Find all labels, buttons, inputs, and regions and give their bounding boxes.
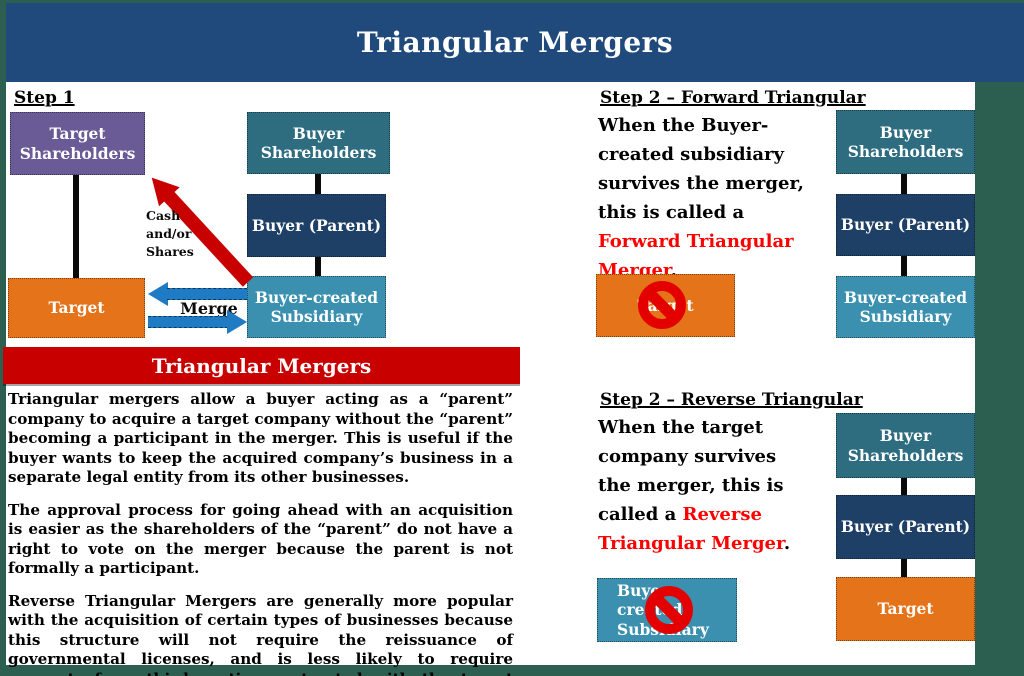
buyer-shareholders-label: Buyer Shareholders <box>260 123 377 162</box>
summary-paragraph-1: Triangular mergers allow a buyer acting … <box>8 390 513 486</box>
buyer-parent-label: Buyer (Parent) <box>251 215 382 235</box>
page-title: Triangular Mergers <box>356 26 674 59</box>
summary-text: Triangular mergers allow a buyer acting … <box>8 390 513 676</box>
buyer-subsidiary-box: Buyer-created Subsidiary <box>247 276 386 338</box>
merge-right-arrow <box>148 316 228 328</box>
summary-banner: Triangular Mergers <box>3 347 520 384</box>
rev-buyer-subsidiary-box: Buyer-created Subsidiary <box>597 578 737 642</box>
connector-line <box>901 559 907 577</box>
step2-reverse-heading: Step 2 – Reverse Triangular <box>600 390 863 410</box>
connector-line <box>73 175 79 278</box>
merge-left-arrow-head <box>148 282 168 306</box>
rev-target-box: Target <box>836 577 975 641</box>
reverse-merger-red-text: Reverse Triangular Merger <box>598 504 784 554</box>
step2-forward-description: When the Buyer-created subsidiary surviv… <box>598 115 804 281</box>
fwd-buyer-shareholders-box: Buyer Shareholders <box>836 110 975 174</box>
buyer-subsidiary-label: Buyer-created Subsidiary <box>254 287 379 326</box>
no-entry-icon <box>645 586 693 634</box>
rev-buyer-parent-box: Buyer (Parent) <box>836 495 975 559</box>
summary-paragraph-2: The approval process for going ahead wit… <box>8 500 513 578</box>
connector-line <box>315 257 321 276</box>
merge-label: Merge <box>180 299 238 318</box>
step2-reverse-description: When the target company survives the mer… <box>598 417 791 554</box>
fwd-buyer-parent-box: Buyer (Parent) <box>836 194 975 256</box>
connector-line <box>901 174 907 194</box>
connector-line <box>901 256 907 276</box>
connector-line <box>315 174 321 194</box>
buyer-parent-box: Buyer (Parent) <box>247 194 386 257</box>
connector-line <box>901 478 907 495</box>
merge-left-arrow <box>167 288 247 300</box>
buyer-shareholders-box: Buyer Shareholders <box>247 112 390 174</box>
target-shareholders-label: Target Shareholders <box>19 124 136 163</box>
step2-forward-heading: Step 2 – Forward Triangular <box>600 88 866 108</box>
fwd-buyer-subsidiary-box: Buyer-created Subsidiary <box>836 276 975 338</box>
fwd-target-box: Target <box>596 274 735 337</box>
merge-right-arrow-head <box>227 310 247 334</box>
target-label: Target <box>48 298 105 318</box>
summary-paragraph-3: Reverse Triangular Mergers are generally… <box>8 591 513 676</box>
target-box: Target <box>8 278 145 338</box>
step1-heading: Step 1 <box>14 88 75 108</box>
target-shareholders-box: Target Shareholders <box>10 112 145 175</box>
title-banner: Triangular Mergers <box>6 3 1024 82</box>
summary-banner-title: Triangular Mergers <box>151 353 372 378</box>
rev-buyer-shareholders-box: Buyer Shareholders <box>836 413 975 478</box>
no-entry-icon <box>638 281 686 329</box>
cash-shares-label: Cash and/or Shares <box>146 208 194 259</box>
